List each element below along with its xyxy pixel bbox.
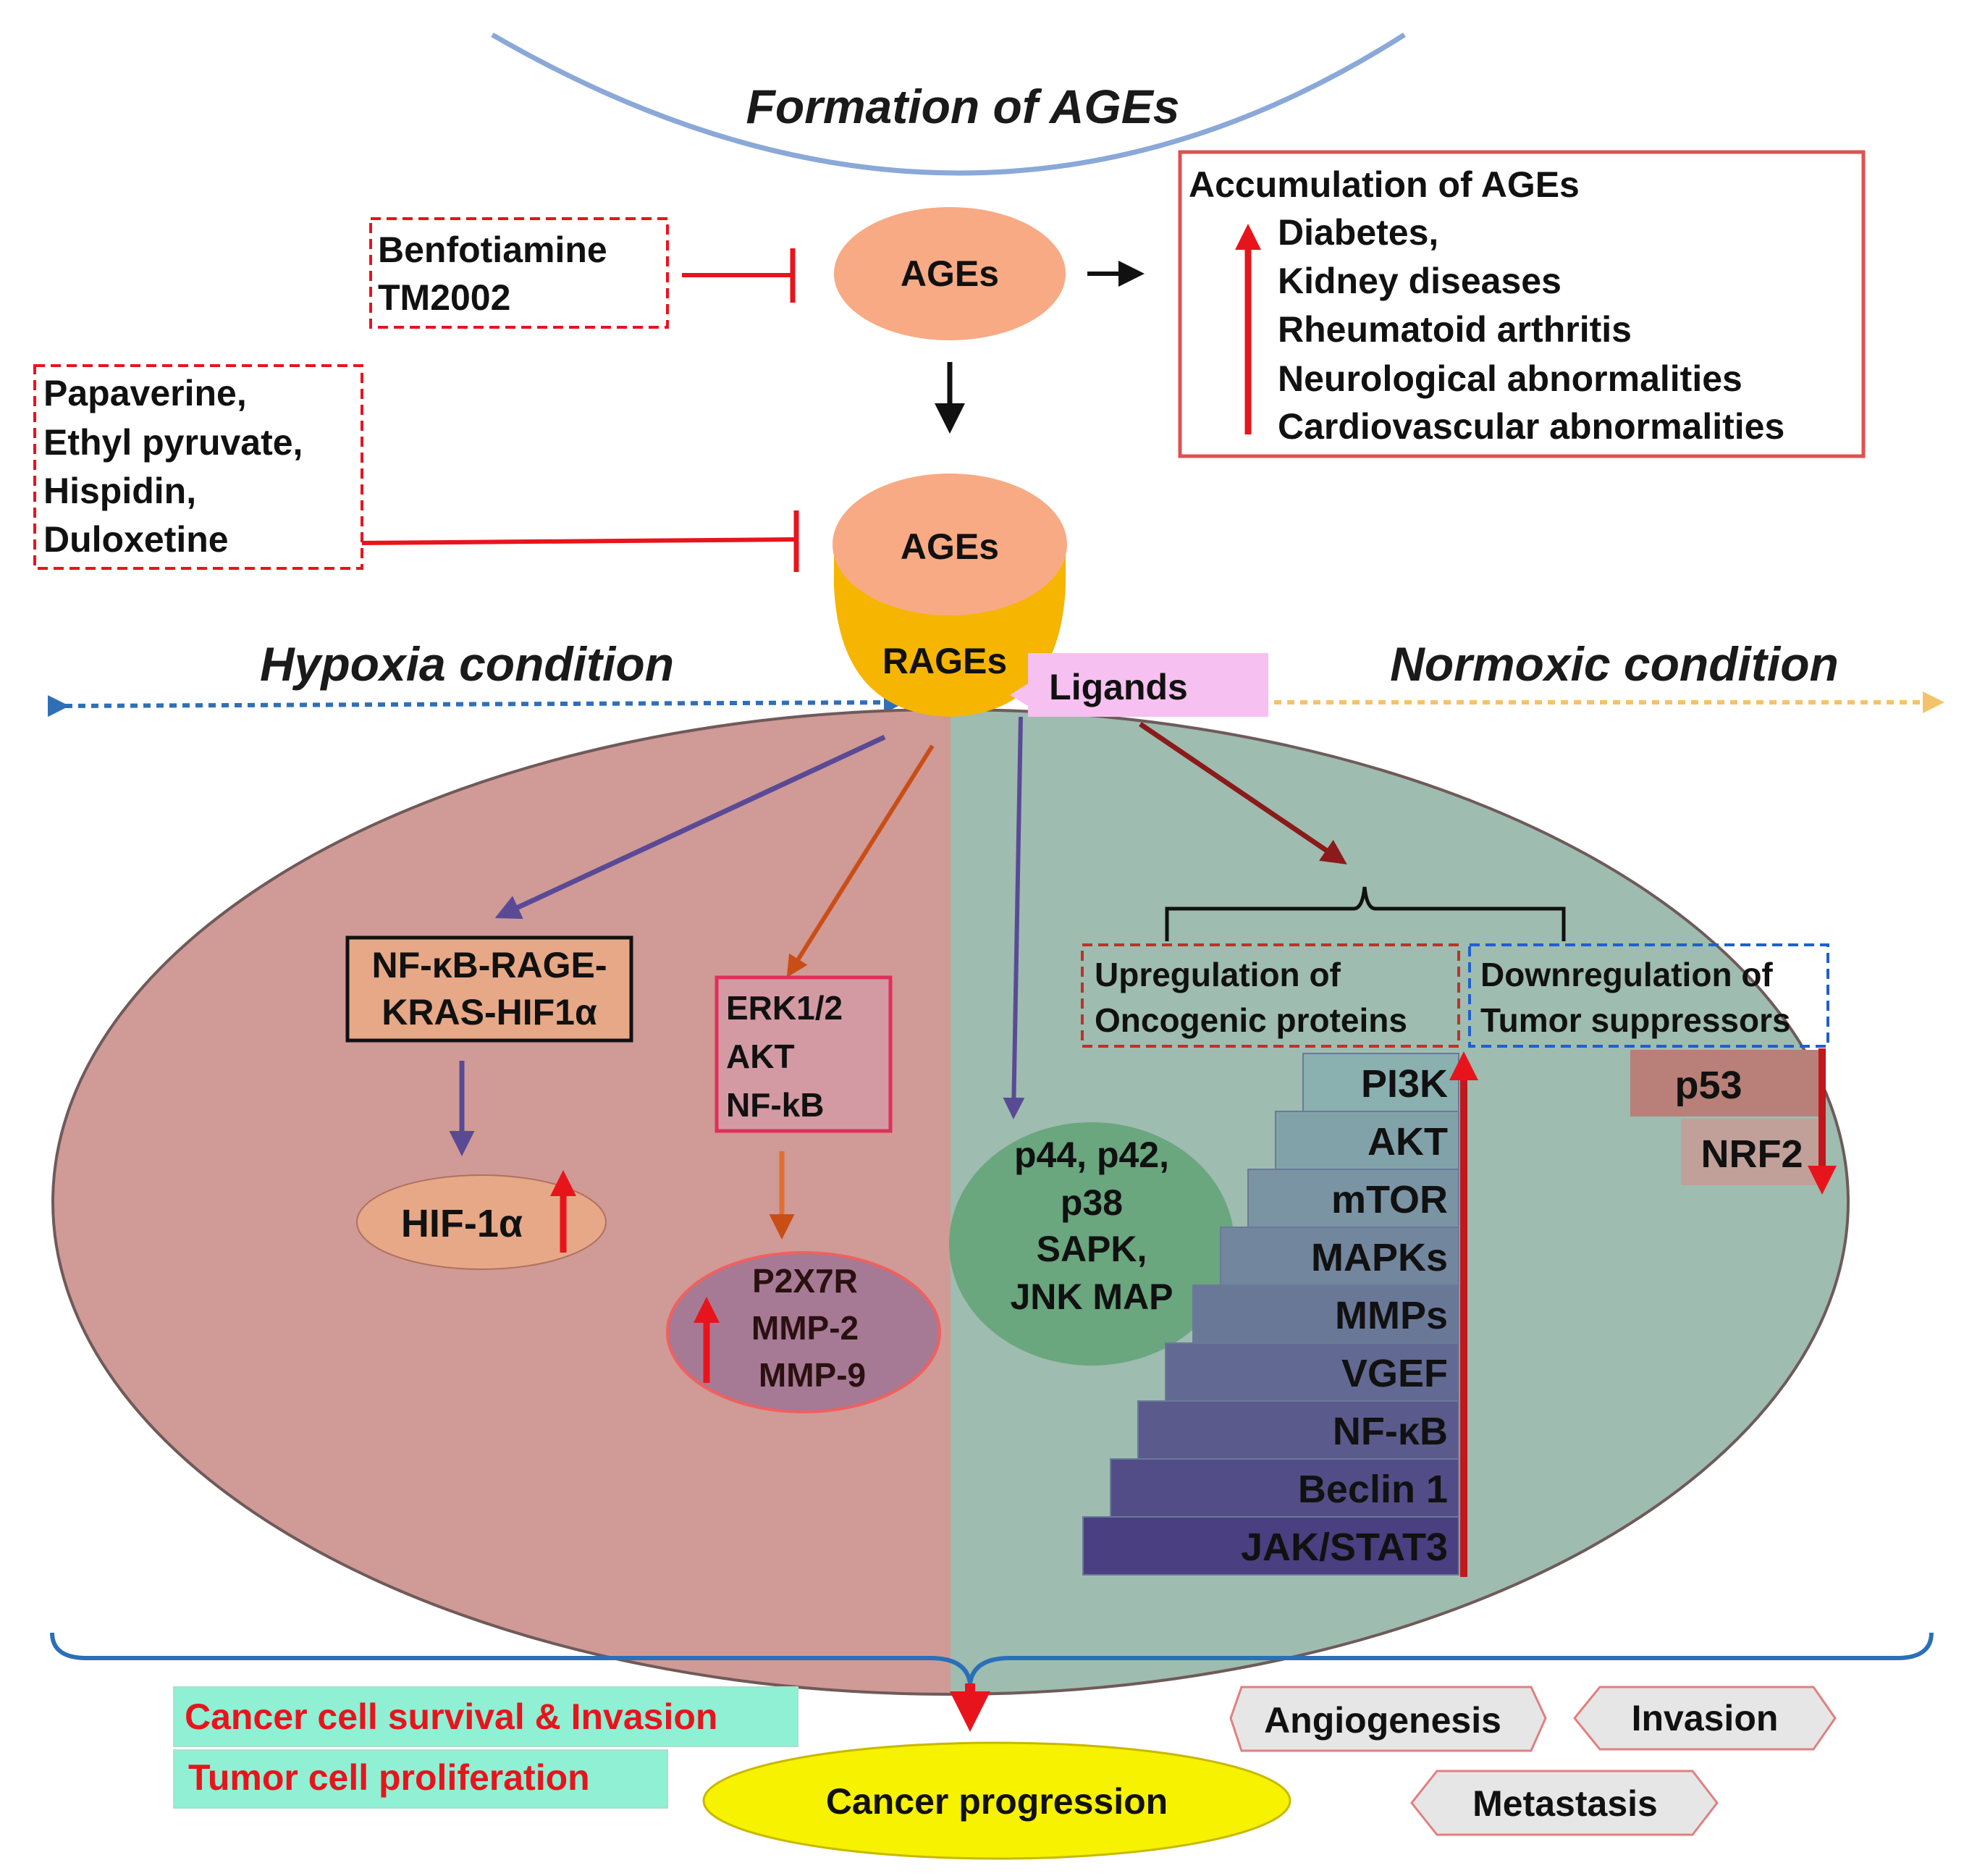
arrow-to-erk <box>786 744 935 978</box>
arrow-to-nfkb-rage <box>494 734 886 920</box>
arrow-to-regulation <box>1139 722 1347 865</box>
oncogenic-step-label: PI3K <box>1361 1062 1448 1106</box>
metastasis-label: Metastasis <box>1472 1783 1658 1824</box>
erk-box <box>715 975 893 1133</box>
downregulation-line-1: Downregulation of <box>1480 956 1773 993</box>
oncogenic-step <box>1275 1111 1459 1170</box>
p53-label: p53 <box>1674 1064 1742 1107</box>
regulation-brace <box>1165 886 1566 941</box>
cell-ellipse <box>51 708 1850 1696</box>
diagram-title: Formation of AGEs <box>746 80 1180 133</box>
oncogenic-step-label: MMPs <box>1335 1294 1448 1337</box>
ligands-label: Ligands <box>1049 667 1188 707</box>
erk-line-3: NF-kB <box>726 1086 824 1124</box>
metastasis-hexagon <box>1410 1770 1719 1836</box>
accumulation-item-5: Cardiovascular abnormalities <box>1278 406 1784 447</box>
invasion-hexagon <box>1573 1686 1837 1751</box>
accumulation-title: Accumulation of AGEs <box>1189 164 1580 205</box>
accumulation-box <box>1178 150 1866 458</box>
inhibitor-top-1: Benfotiamine <box>378 230 607 270</box>
outcome-proliferation-label: Tumor cell proliferation <box>188 1757 590 1798</box>
inhibit-line-rage <box>361 537 797 545</box>
accumulation-item-1: Diabetes, <box>1278 212 1438 253</box>
accumulation-item-2: Kidney diseases <box>1278 261 1562 301</box>
oncogenic-step-label: NF-κB <box>1333 1410 1448 1453</box>
accumulation-item-4: Neurological abnormalities <box>1278 358 1742 399</box>
erk-line-1: ERK1/2 <box>726 989 843 1027</box>
hif-node <box>356 1174 607 1270</box>
ages-bound-node <box>833 474 1067 615</box>
oncogenic-step-label: JAK/STAT3 <box>1241 1526 1448 1569</box>
oncogenic-step <box>1302 1053 1459 1112</box>
formation-arc <box>491 32 1406 176</box>
invasion-label: Invasion <box>1632 1698 1779 1738</box>
ages-bound-label: AGEs <box>901 526 999 567</box>
oncogenic-step-label: MAPKs <box>1311 1236 1448 1279</box>
mapk-circle <box>949 1122 1234 1366</box>
hypoxia-heading: Hypoxia condition <box>260 637 674 691</box>
hif-label: HIF-1α <box>401 1202 523 1245</box>
inhibitor-rage-4: Duloxetine <box>43 519 229 560</box>
inhibitor-top-2: TM2002 <box>378 277 510 318</box>
hypoxia-dotted-arrow <box>47 691 906 718</box>
p2x7-line-2: MMP-2 <box>751 1309 859 1347</box>
oncogenic-step <box>1220 1227 1459 1286</box>
mapk-line-2: p38 <box>1061 1182 1123 1223</box>
erk-line-2: AKT <box>726 1038 795 1075</box>
inhibitor-box-top <box>369 217 669 329</box>
upregulation-line-2: Oncogenic proteins <box>1095 1001 1407 1039</box>
oncogenic-step <box>1247 1169 1459 1228</box>
outcome-survival-label: Cancer cell survival & Invasion <box>185 1696 717 1737</box>
nfkb-rage-box <box>345 935 633 1043</box>
p2x7-line-3: MMP-9 <box>759 1356 866 1394</box>
oncogenic-step <box>1137 1400 1459 1460</box>
mapk-line-3: SAPK, <box>1037 1229 1147 1269</box>
ligands-pointer <box>1010 672 1046 717</box>
downregulation-line-2: Tumor suppressors <box>1480 1001 1791 1039</box>
inhibitor-rage-1: Papaverine, <box>43 373 247 413</box>
mapk-line-4: JNK MAP <box>1010 1276 1173 1317</box>
ages-top-label: AGEs <box>901 253 999 294</box>
ligands-box <box>1028 653 1268 717</box>
p53-box <box>1630 1050 1818 1116</box>
oncogenic-step-label: Beclin 1 <box>1298 1468 1448 1511</box>
oncogenic-step-label: mTOR <box>1331 1178 1448 1221</box>
angiogenesis-hexagon <box>1229 1686 1547 1752</box>
inhibitor-rage-2: Ethyl pyruvate, <box>43 422 303 463</box>
cancer-progression-label: Cancer progression <box>826 1781 1168 1822</box>
nrf2-box <box>1681 1119 1818 1185</box>
p2x7-node <box>666 1251 941 1413</box>
upregulation-line-1: Upregulation of <box>1095 956 1341 993</box>
nfkb-rage-line-2: KRAS-HIF1α <box>382 992 597 1032</box>
outcome-proliferation-box <box>173 1749 668 1809</box>
rages-label: RAGEs <box>882 641 1007 681</box>
angiogenesis-label: Angiogenesis <box>1264 1700 1501 1741</box>
inhibitor-box-rage <box>33 364 363 570</box>
oncogenic-step-label: VGEF <box>1341 1352 1448 1395</box>
outcome-survival-box <box>173 1686 798 1747</box>
oncogenic-step-label: AKT <box>1367 1120 1448 1164</box>
downregulation-box <box>1468 943 1829 1048</box>
oncogenic-step <box>1082 1516 1459 1576</box>
inhibitor-rage-3: Hispidin, <box>43 471 196 511</box>
accumulation-item-3: Rheumatoid arthritis <box>1278 309 1632 350</box>
ages-top-node <box>834 207 1066 340</box>
p2x7-line-1: P2X7R <box>752 1262 858 1300</box>
cancer-progression-node <box>702 1741 1291 1860</box>
normoxic-heading: Normoxic condition <box>1390 637 1839 691</box>
arrow-to-mapk <box>1003 716 1025 1119</box>
nrf2-label: NRF2 <box>1700 1132 1803 1176</box>
mapk-line-1: p44, p42, <box>1014 1135 1169 1175</box>
nfkb-rage-line-1: NF-κB-RAGE- <box>371 945 607 985</box>
